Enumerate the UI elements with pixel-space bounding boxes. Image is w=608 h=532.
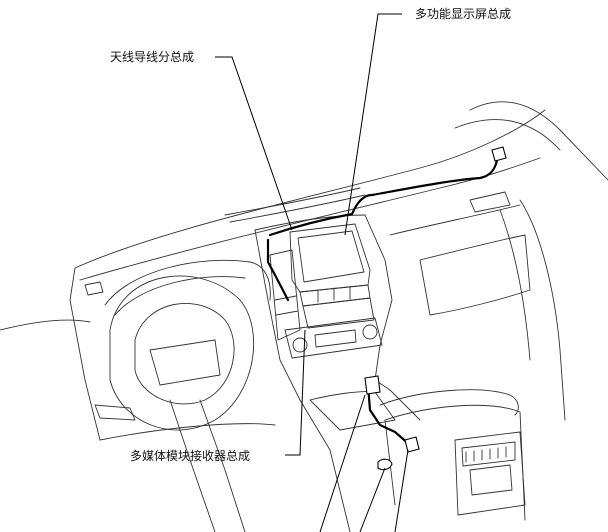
- callout-multi-display: 多功能显示屏总成: [415, 7, 512, 21]
- center-stack-left: [254, 229, 301, 401]
- rear-vent-frame: [454, 431, 526, 516]
- defrost-grille: [224, 187, 361, 216]
- callout-multimedia-receiver: 多媒体模块接收器总成: [130, 449, 251, 463]
- cluster-hood: [104, 259, 271, 306]
- harness-connector: [404, 436, 420, 453]
- windshield-edge: [74, 109, 546, 269]
- leader-lines: [215, 13, 409, 532]
- leader-bottom-1: [319, 394, 366, 532]
- callout-antenna-cord: 天线导线分总成: [110, 50, 195, 64]
- steering-wheel-inner: [134, 303, 235, 405]
- receiver-harness: [366, 383, 412, 447]
- console-right: [374, 379, 421, 421]
- a-pillar-right-inner: [454, 119, 561, 151]
- climate-panel: [284, 317, 383, 359]
- armrest-front: [384, 404, 526, 521]
- stack-top: [254, 214, 366, 231]
- armrest-top: [379, 389, 519, 416]
- antenna-cord-down: [266, 238, 290, 302]
- steering-column: [169, 399, 216, 532]
- leader-media: [285, 329, 306, 456]
- shifter-area: [309, 391, 396, 431]
- receiver-connector: [364, 375, 381, 395]
- receiver-box: [269, 249, 301, 341]
- left-vent: [84, 281, 104, 296]
- leader-display: [344, 13, 402, 236]
- steering-column-2: [199, 399, 246, 532]
- knee-panel: [94, 404, 136, 421]
- passenger-dash: [389, 204, 521, 236]
- leader-antenna: [215, 56, 293, 231]
- steering-hub: [149, 339, 221, 386]
- center-stack-right: [364, 214, 393, 381]
- passenger-vent: [469, 191, 511, 213]
- console-left: [299, 399, 351, 532]
- antenna-connector: [491, 146, 507, 162]
- left-dash-edge: [69, 267, 101, 441]
- leader-bottom-2: [359, 467, 386, 532]
- left-door-line: [0, 319, 91, 331]
- display-screen: [297, 230, 365, 283]
- button-row-2: [302, 297, 375, 329]
- right-side-panel-inner: [499, 209, 531, 361]
- right-side-panel: [519, 199, 566, 421]
- glovebox: [419, 234, 531, 316]
- dash-top-edge: [79, 157, 541, 281]
- leader-bottom-3: [394, 449, 409, 532]
- antenna-cord: [268, 158, 499, 237]
- button-row: [299, 284, 371, 307]
- clip-connector: [377, 458, 393, 471]
- lower-dash-left: [99, 423, 276, 441]
- cluster-hood-inner: [114, 276, 246, 316]
- steering-wheel-outer: [109, 275, 255, 431]
- a-pillar-right: [469, 101, 608, 181]
